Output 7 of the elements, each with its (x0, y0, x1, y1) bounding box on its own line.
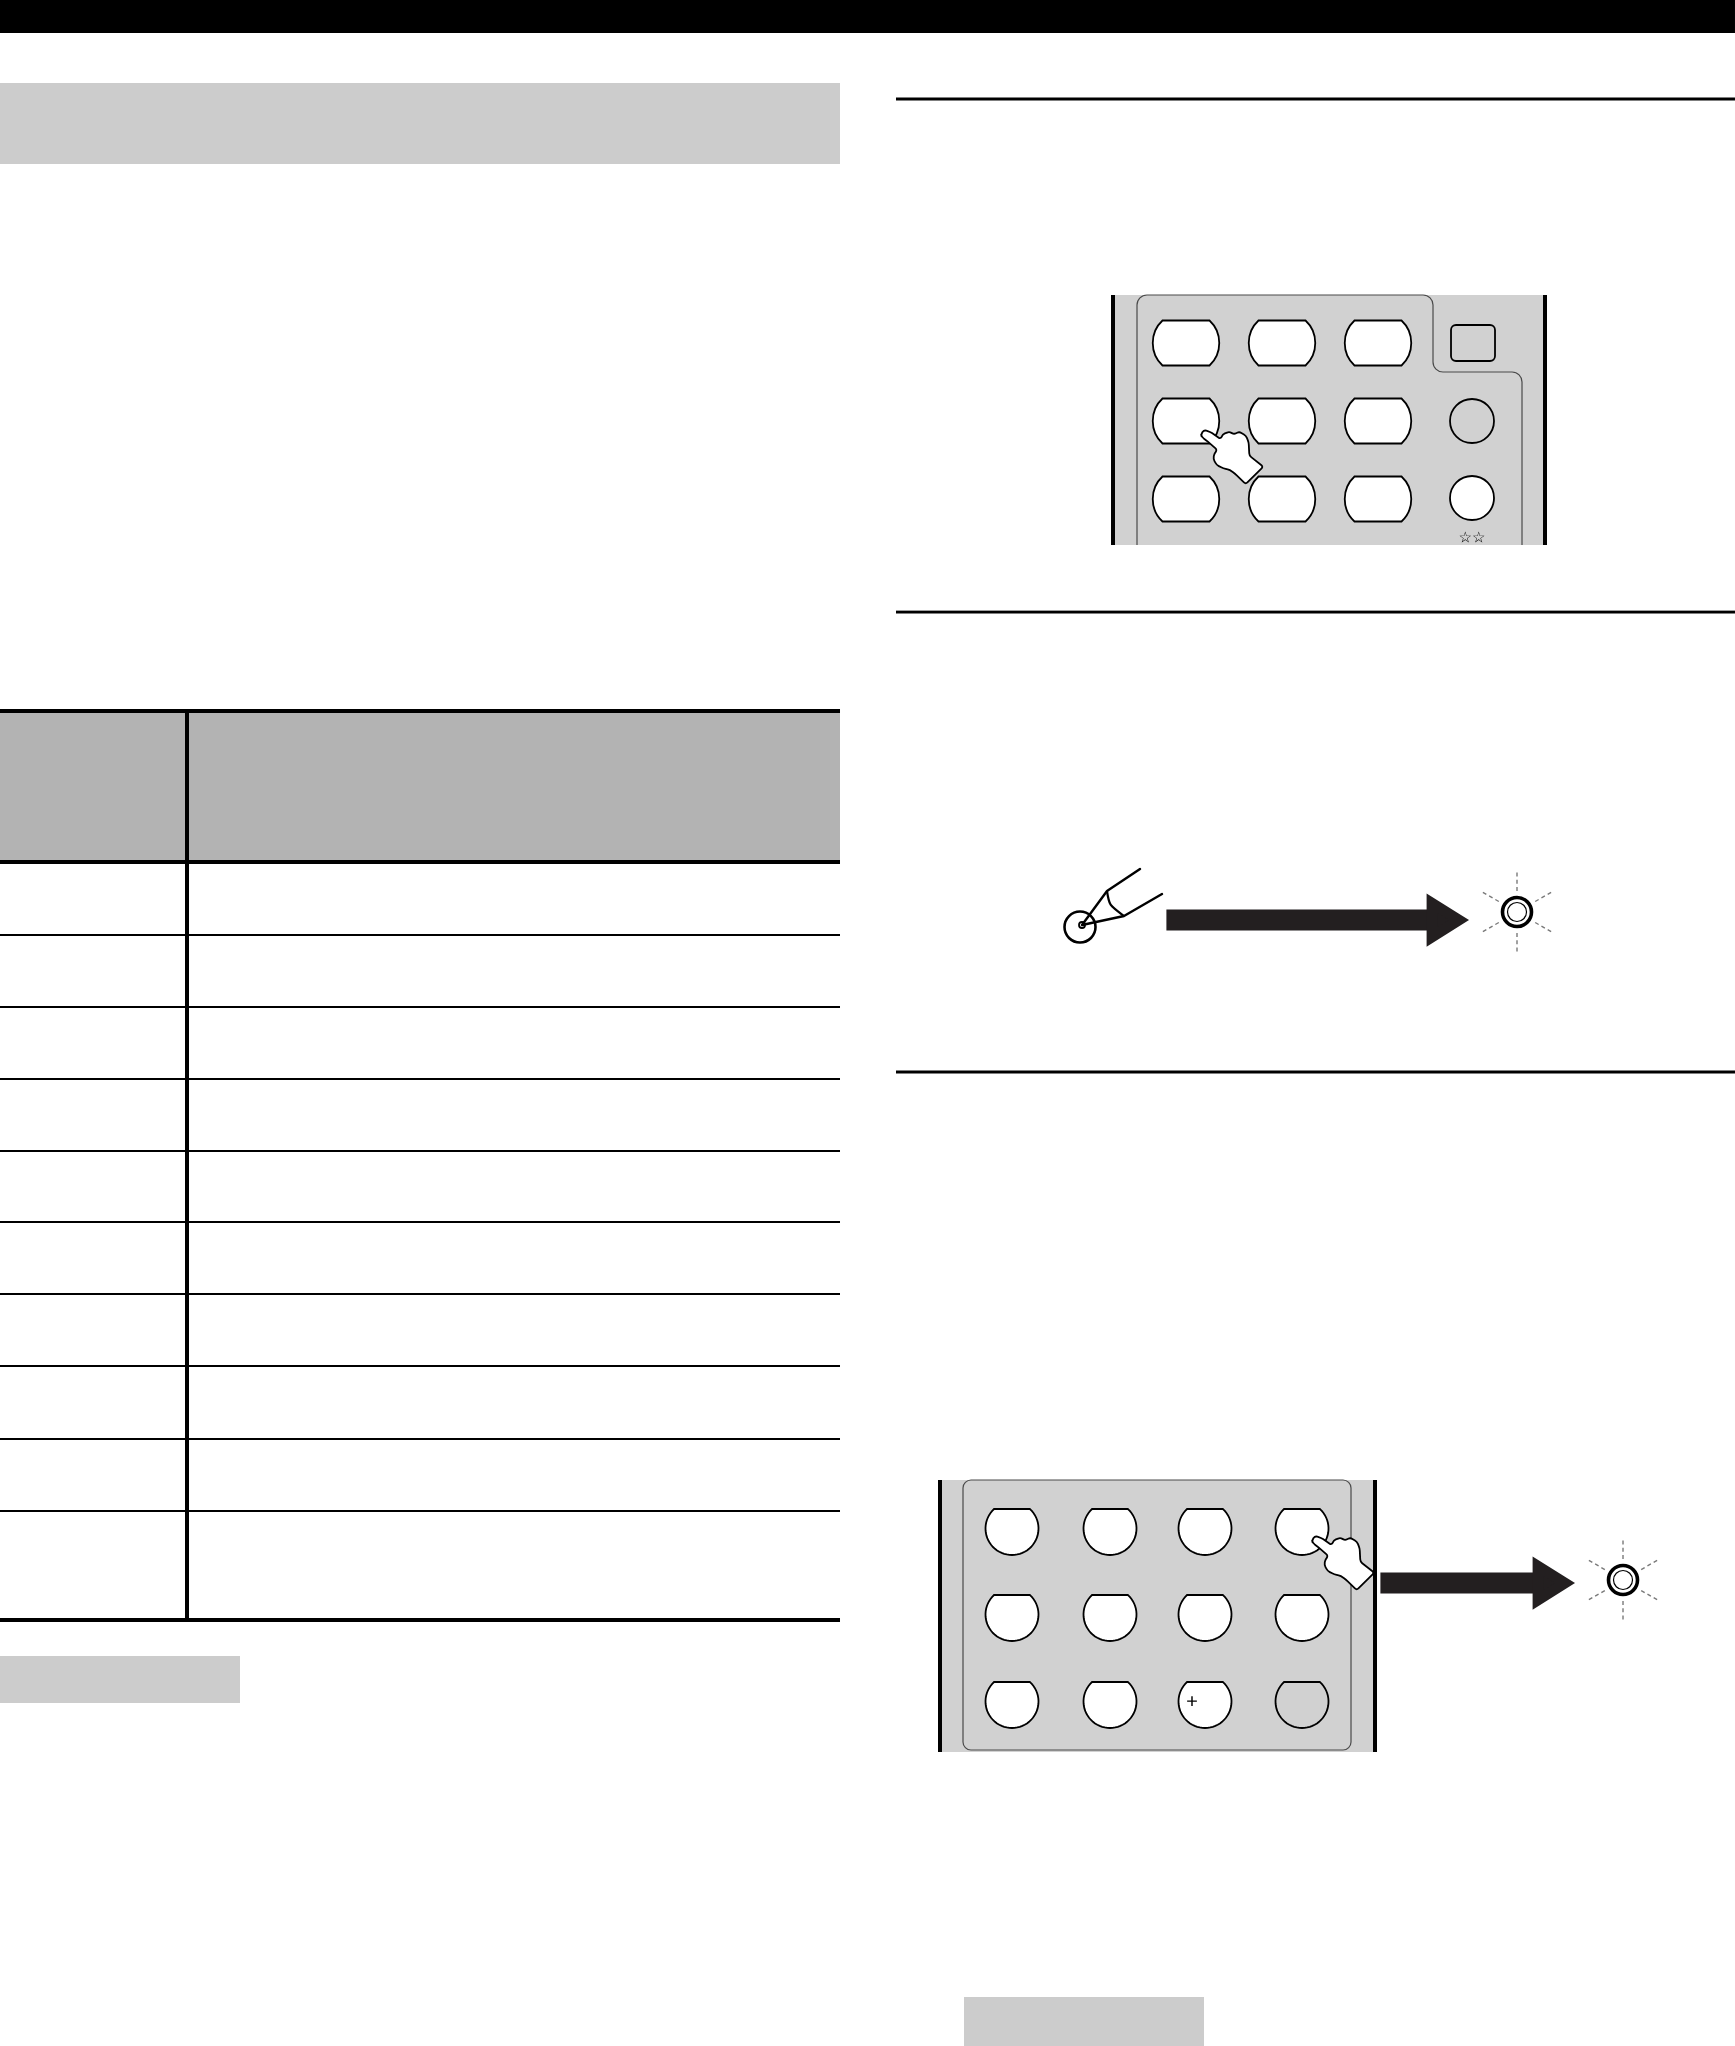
pin-press-icon (1063, 867, 1164, 944)
title-band (0, 83, 840, 164)
label-band (964, 1997, 1204, 2046)
button-label: + (1187, 1696, 1197, 1707)
button-label: ☆☆ (1459, 531, 1485, 543)
label-band (0, 1656, 240, 1703)
remote-keypad (938, 1479, 1377, 1752)
